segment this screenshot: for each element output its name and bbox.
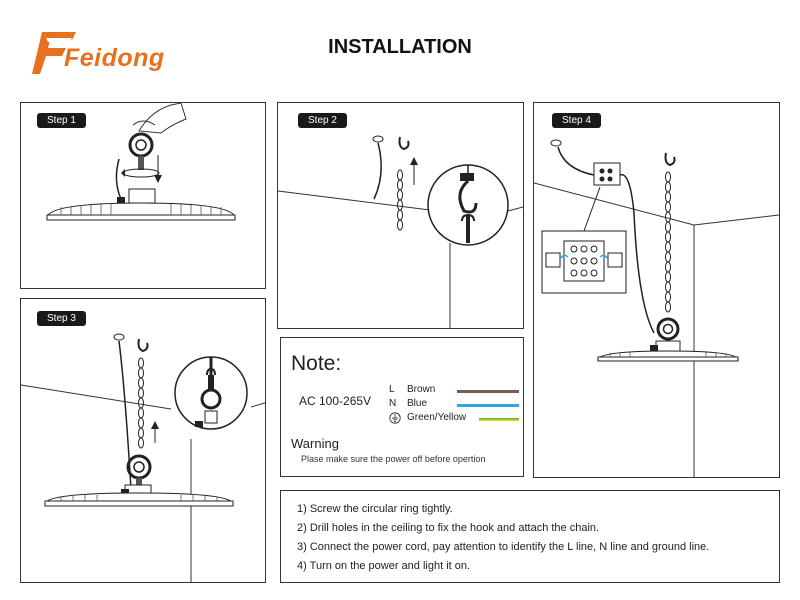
- feidong-logo-icon: [32, 32, 76, 74]
- page-title: INSTALLATION: [328, 36, 472, 58]
- warning-title: Warning: [291, 436, 339, 451]
- step1-panel: Step 1: [20, 102, 266, 289]
- wire-label: Green/Yellow: [407, 412, 467, 423]
- step4-panel: Step 4: [533, 102, 780, 478]
- wire-label: Brown: [407, 384, 436, 395]
- wire-line-blue: [457, 404, 519, 407]
- note-title: Note:: [291, 352, 342, 375]
- step3-panel: Step 3: [20, 298, 266, 583]
- step2-illustration: [278, 135, 523, 328]
- instruction-step-2: 2) Drill holes in the ceiling to fix the…: [297, 522, 600, 534]
- wire-code: L: [389, 384, 395, 395]
- wire-row-ground: Green/Yellow: [389, 412, 467, 424]
- instruction-step-3: 3) Connect the power cord, pay attention…: [297, 541, 710, 553]
- wire-row-l: L Brown: [389, 384, 435, 395]
- step2-panel: Step 2: [277, 102, 524, 329]
- note-panel: Note: AC 100-265V L Brown N Blue Green/Yel…: [280, 337, 524, 477]
- step1-illustration: [46, 103, 236, 221]
- wire-label: Blue: [407, 398, 428, 409]
- instructions-panel: 1) Screw the circular ring tightly. 2) D…: [280, 490, 780, 583]
- wire-line-brown: [457, 390, 519, 393]
- wire-line-green-yellow: [479, 418, 519, 421]
- wire-code: N: [389, 398, 397, 409]
- step1-badge: Step 1: [37, 113, 86, 128]
- voltage-label: AC 100-265V: [299, 394, 372, 408]
- step4-badge: Step 4: [552, 113, 601, 128]
- wire-row-n: N Blue: [389, 398, 427, 409]
- step2-badge: Step 2: [298, 113, 347, 128]
- instruction-step-1: 1) Screw the circular ring tightly.: [297, 503, 453, 515]
- step3-badge: Step 3: [37, 311, 86, 326]
- instruction-step-4: 4) Turn on the power and light it on.: [297, 560, 471, 572]
- logo-text: Feidong: [64, 44, 165, 72]
- step4-illustration: [534, 139, 779, 477]
- warning-text: Plase make sure the power off before ope…: [301, 454, 486, 464]
- step3-illustration: [21, 333, 265, 582]
